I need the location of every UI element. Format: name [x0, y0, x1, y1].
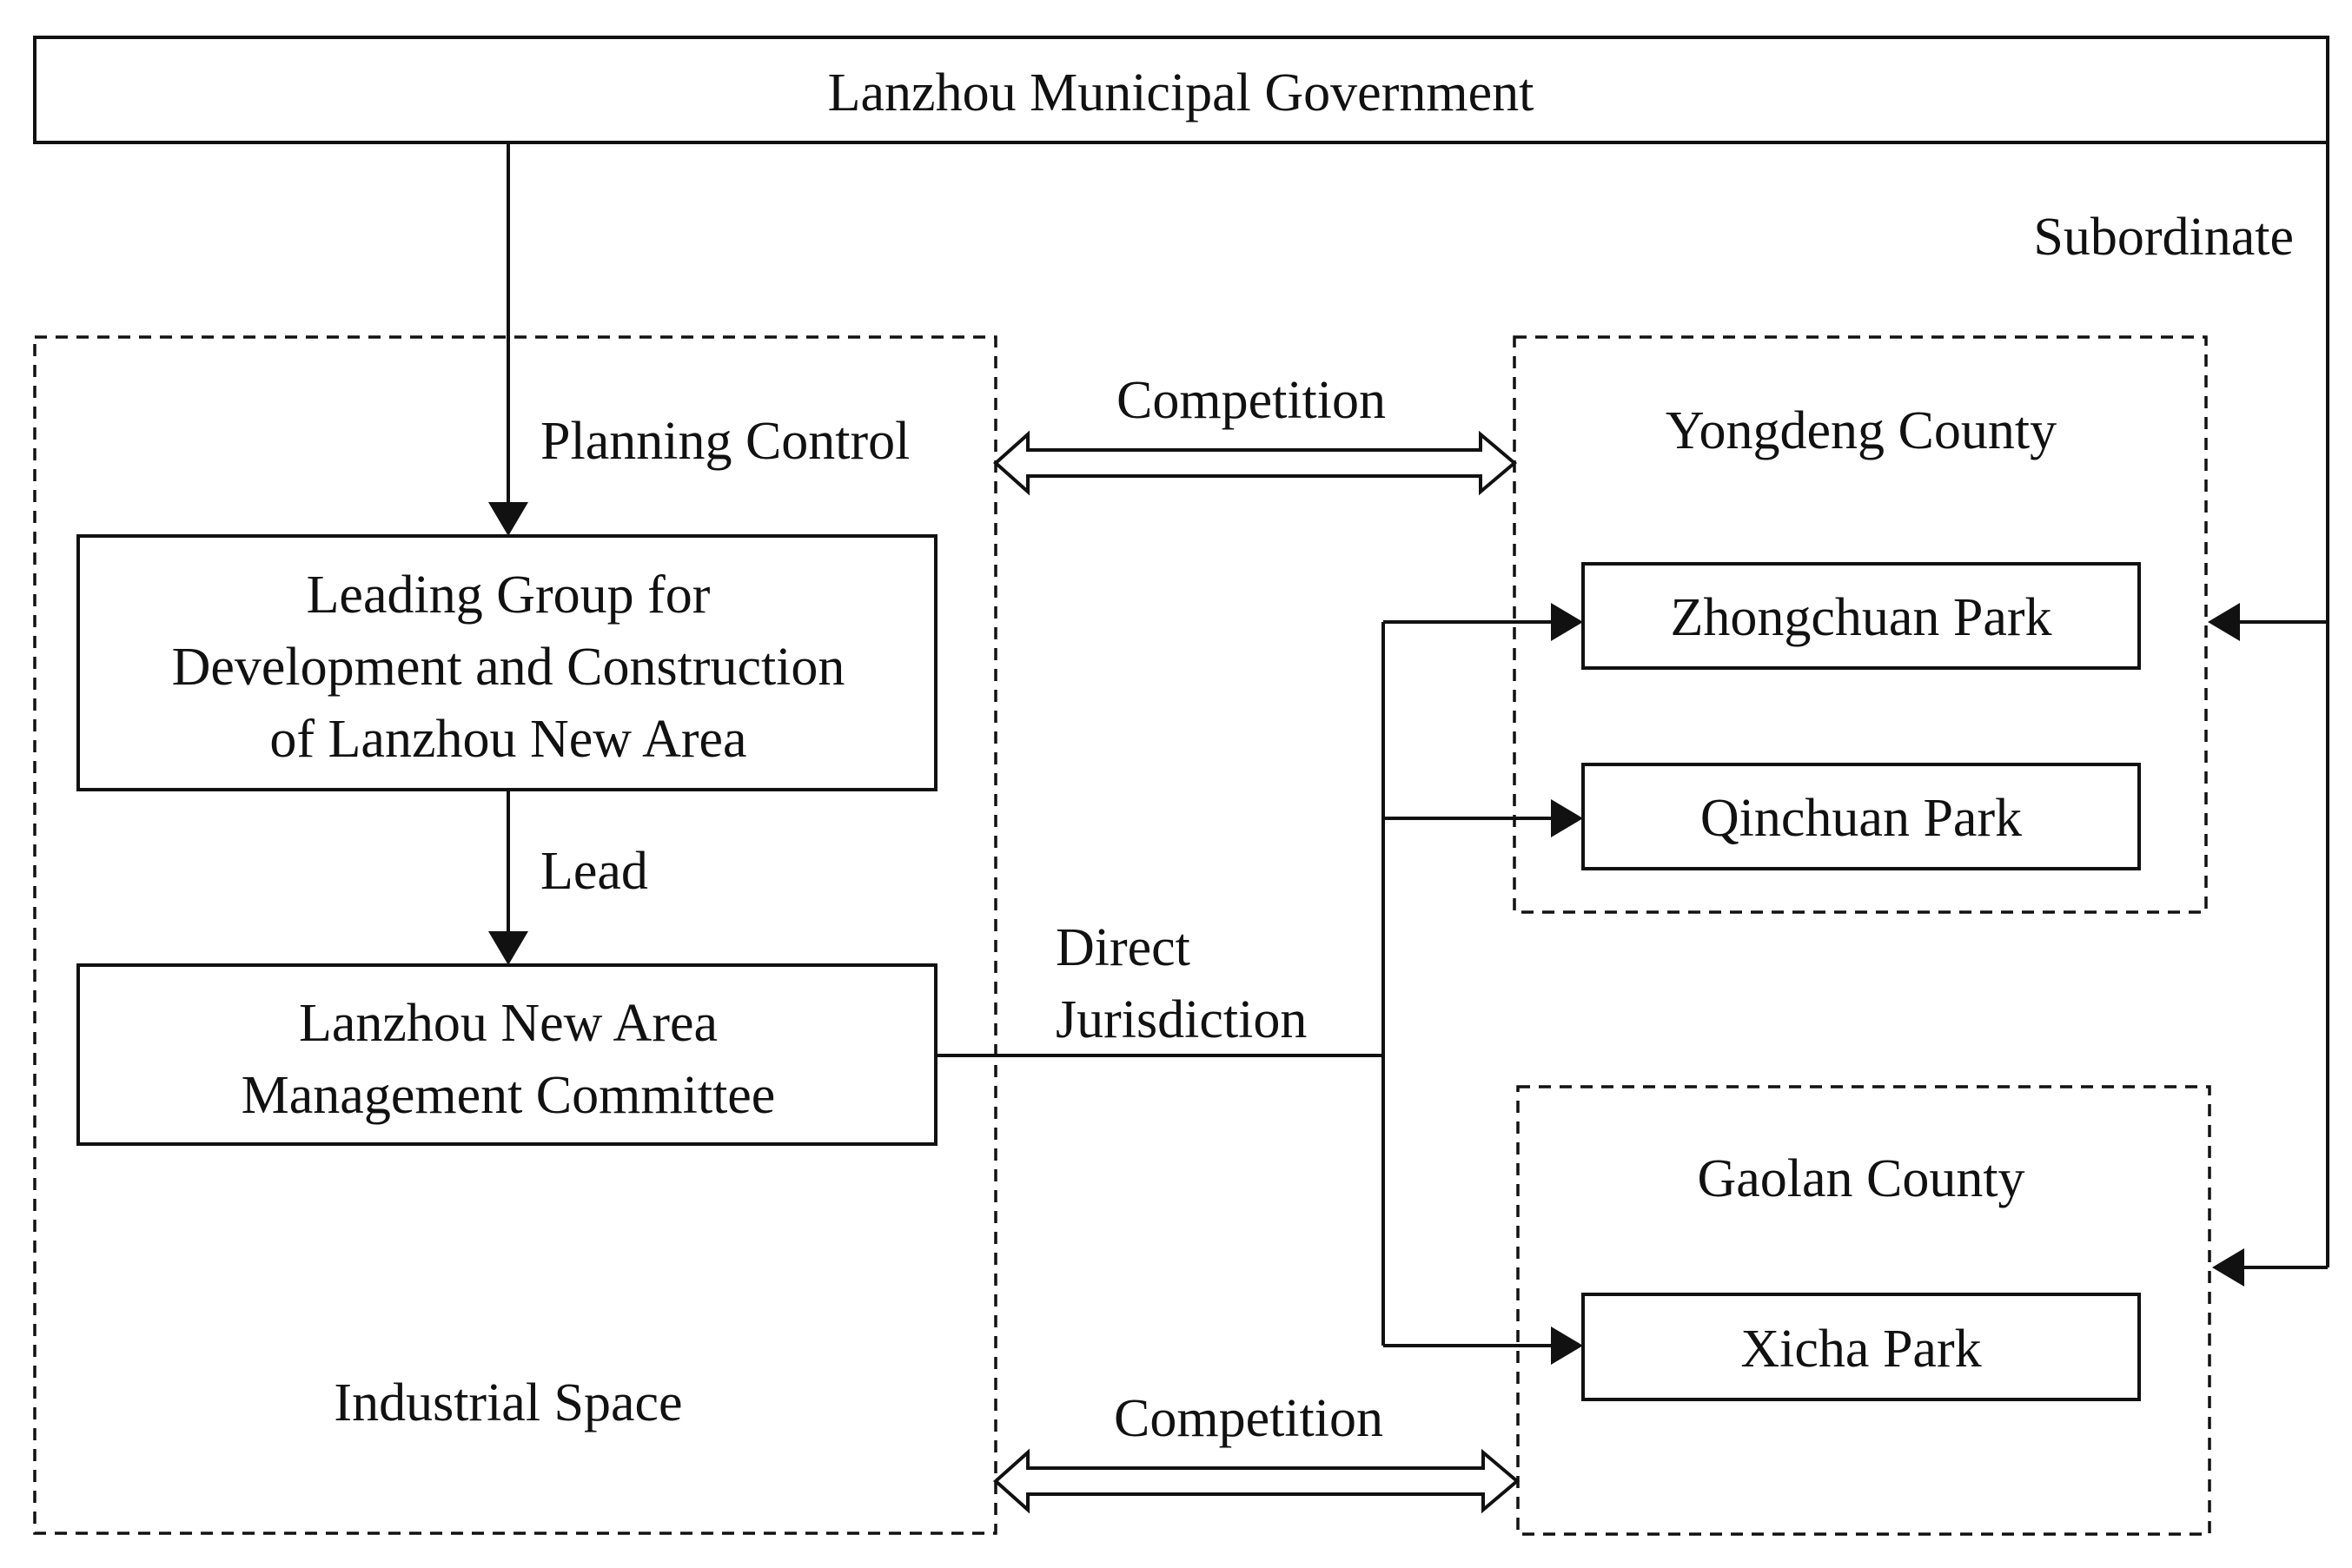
to-xicha-arrowhead	[1551, 1327, 1583, 1365]
lead-arrowhead	[488, 931, 528, 965]
planning-control-label: Planning Control	[540, 412, 910, 471]
to-gaolan-arrowhead	[2212, 1248, 2244, 1287]
industrial-space-label: Industrial Space	[334, 1373, 682, 1432]
committee-box	[76, 963, 937, 1146]
leading-group-label-line2: Development and Construction	[172, 638, 845, 697]
government-box	[33, 36, 2329, 144]
direct-jurisdiction-label-line1: Direct	[1056, 918, 1190, 977]
industrial-space-group	[33, 335, 997, 1535]
qinchuan-park-box	[1581, 763, 2141, 870]
leading-group-label-line1: Leading Group for	[307, 566, 711, 625]
government-label: Lanzhou Municipal Government	[828, 63, 1534, 122]
qinchuan-park-label: Qinchuan Park	[1700, 789, 2022, 848]
zhongchuan-park-box	[1581, 562, 2141, 670]
xicha-park-label: Xicha Park	[1740, 1320, 1981, 1379]
yongdeng-county-group	[1513, 335, 2208, 914]
competition-bottom-label: Competition	[1114, 1389, 1383, 1448]
planning-control-arrowhead	[488, 502, 528, 536]
gaolan-county-label: Gaolan County	[1697, 1149, 2024, 1208]
lead-label: Lead	[540, 842, 648, 901]
subordinate-label: Subordinate	[2033, 208, 2294, 267]
competition-top-arrow	[992, 430, 1518, 496]
to-yongdeng-arrowhead	[2208, 603, 2240, 641]
leading-group-label-line3: of Lanzhou New Area	[269, 710, 746, 769]
gaolan-county-group	[1516, 1085, 2211, 1536]
to-qinchuan-arrowhead	[1551, 799, 1583, 837]
to-zhongchuan-arrowhead	[1551, 603, 1583, 641]
yongdeng-county-label: Yongdeng County	[1666, 401, 2057, 460]
committee-label-line2: Management Committee	[242, 1066, 776, 1125]
committee-label-line1: Lanzhou New Area	[299, 994, 718, 1053]
direct-jurisdiction-label-line2: Jurisdiction	[1056, 990, 1307, 1049]
xicha-park-box	[1581, 1293, 2141, 1401]
competition-bottom-arrow	[992, 1448, 1521, 1514]
zhongchuan-park-label: Zhongchuan Park	[1670, 588, 2051, 647]
competition-top-label: Competition	[1116, 371, 1386, 430]
